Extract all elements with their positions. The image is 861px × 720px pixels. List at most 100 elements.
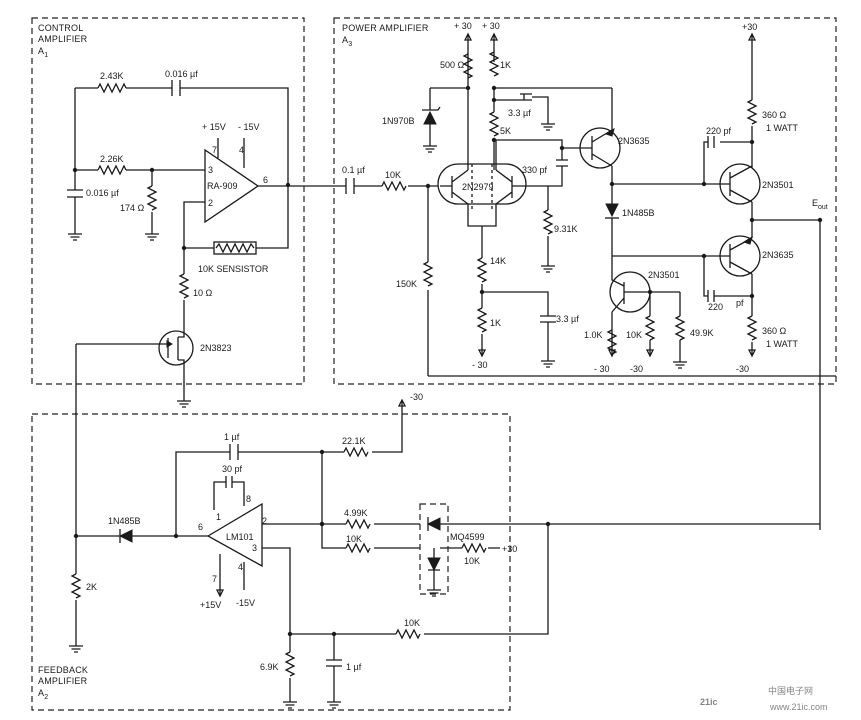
- resistor-360-top: [746, 99, 758, 125]
- label-2-43k: 2.43K: [100, 71, 124, 81]
- label-lm101: LM101: [226, 532, 254, 542]
- capacitor-0-016-left: [67, 170, 83, 228]
- resistor-10k-mq: [461, 542, 487, 554]
- resistor-6-9k: [284, 651, 296, 677]
- feedback-block-title-2: AMPLIFIER: [38, 676, 88, 686]
- label-10ohm: 10 Ω: [193, 288, 213, 298]
- diode-1n485b-fb: [118, 529, 133, 543]
- label-plus15-fb: +15V: [200, 600, 221, 610]
- resistor-1k-bottom: [476, 307, 488, 333]
- label-2n3823: 2N3823: [200, 343, 232, 353]
- resistor-174: [146, 185, 158, 211]
- svg-text:中国电子网: 中国电子网: [768, 685, 813, 696]
- resistor-2-43k: [97, 82, 127, 94]
- label-10k-input: 10K: [385, 170, 401, 180]
- resistor-14k: [476, 257, 488, 283]
- resistor-4-99k: [345, 518, 371, 530]
- resistor-49-9k: [674, 315, 686, 341]
- label-174: 174 Ω: [120, 203, 145, 213]
- label-1k-bottom: 1K: [490, 318, 501, 328]
- label-plus30-c: +30: [742, 22, 757, 32]
- mq4599-package: [419, 503, 449, 595]
- label-2-26k: 2.26K: [100, 154, 124, 164]
- label-1uf-fb: 1 µf: [224, 432, 240, 442]
- label-plus30-a: + 30: [454, 21, 472, 31]
- power-amplifier-block: [333, 17, 837, 385]
- svg-text:4: 4: [239, 145, 244, 155]
- opamp-lm101: [206, 502, 263, 568]
- label-1watt-bottom: 1 WATT: [766, 339, 798, 349]
- resistor-150k: [422, 261, 434, 287]
- resistor-1k-top: [488, 51, 500, 77]
- resistor-10k-lower: [395, 628, 421, 640]
- label-2n3635-b: 2N3635: [762, 250, 794, 260]
- label-pf-bottom: pf: [736, 298, 744, 308]
- label-plus30-fb: +30: [502, 544, 517, 554]
- label-3-3uf-bottom: 3.3 µf: [556, 314, 579, 324]
- label-minus15-fb: -15V: [236, 598, 255, 608]
- control-amplifier-circuit: 2.43K 0.016 µf 2.26K 0.016 µf 174 Ω RA-9…: [67, 69, 332, 408]
- label-minus30-fb: -30: [410, 392, 423, 402]
- label-30pf: 30 pf: [222, 464, 243, 474]
- label-1n485b-fb: 1N485B: [108, 516, 141, 526]
- feedback-amplifier-block: [31, 413, 511, 711]
- capacitor-0-016-top: [171, 80, 181, 96]
- label-2n3635-a: 2N3635: [618, 136, 650, 146]
- label-1k-top: 1K: [500, 60, 511, 70]
- control-amplifier-block: [31, 17, 305, 385]
- resistor-22-1k: [343, 446, 369, 458]
- label-10k-lower: 10K: [404, 618, 420, 628]
- resistor-10ohm: [178, 273, 190, 299]
- resistor-360-bottom: [746, 315, 758, 341]
- label-500ohm: 500 Ω: [440, 60, 465, 70]
- control-block-label: A1: [38, 46, 48, 59]
- resistor-10k-input: [381, 180, 407, 192]
- label-ra909: RA-909: [207, 181, 238, 191]
- label-0-016-top: 0.016 µf: [165, 69, 198, 79]
- label-22-1k: 22.1K: [342, 436, 366, 446]
- power-block-title: POWER AMPLIFIER: [342, 23, 429, 33]
- label-plus15: + 15V: [202, 122, 226, 132]
- label-49-9k: 49.9K: [690, 328, 714, 338]
- label-minus15: - 15V: [238, 122, 260, 132]
- label-1watt-top: 1 WATT: [766, 123, 798, 133]
- resistor-2-26k: [97, 164, 127, 176]
- svg-text:www.21ic.com: www.21ic.com: [769, 702, 828, 712]
- resistor-2k: [70, 573, 82, 599]
- capacitor-0-1: [345, 178, 355, 194]
- label-2n3501-b: 2N3501: [762, 180, 794, 190]
- zener-1n970b: [423, 110, 437, 125]
- label-360-bottom: 360 Ω: [762, 326, 787, 336]
- svg-text:6: 6: [263, 175, 268, 185]
- fet-2n3823: [158, 330, 194, 366]
- resistor-9-31k: [542, 209, 554, 235]
- svg-text:6: 6: [198, 522, 203, 532]
- feedback-amplifier-circuit: 2K 1N485B 1 µf 22.1K -30 30 pf LM101 1 8…: [68, 344, 820, 709]
- label-6-9k: 6.9K: [260, 662, 279, 672]
- power-amplifier-circuit: 0.1 µf 10K 150K 2N2979 9.31K 14K 1K - 30: [332, 21, 836, 530]
- svg-text:7: 7: [212, 574, 217, 584]
- label-0-1uf: 0.1 µf: [342, 165, 365, 175]
- svg-text:3: 3: [252, 543, 257, 553]
- sensistor-10k: [213, 241, 257, 255]
- feedback-block-title-1: FEEDBACK: [38, 665, 88, 675]
- control-block-title-2: AMPLIFIER: [38, 34, 88, 44]
- label-minus30-c: -30: [630, 364, 643, 374]
- label-1n970b: 1N970B: [382, 116, 415, 126]
- label-plus30-b: + 30: [482, 21, 500, 31]
- label-2k: 2K: [86, 582, 97, 592]
- label-0-016-left: 0.016 µf: [86, 188, 119, 198]
- label-2n2979: 2N2979: [462, 182, 494, 192]
- opamp-ra909: [204, 148, 260, 224]
- label-220pf-top: 220 pf: [706, 126, 732, 136]
- label-2n3501-a: 2N3501: [648, 270, 680, 280]
- label-360-top: 360 Ω: [762, 110, 787, 120]
- label-4-99k: 4.99K: [344, 508, 368, 518]
- label-330pf: 330 pf: [522, 165, 548, 175]
- label-5k: 5K: [500, 126, 511, 136]
- svg-text:8: 8: [246, 494, 251, 504]
- watermark-logo: 21ic 中国电子网 www.21ic.com: [700, 685, 828, 712]
- label-minus30-d: -30: [736, 364, 749, 374]
- transistor-2n2979: [437, 163, 527, 205]
